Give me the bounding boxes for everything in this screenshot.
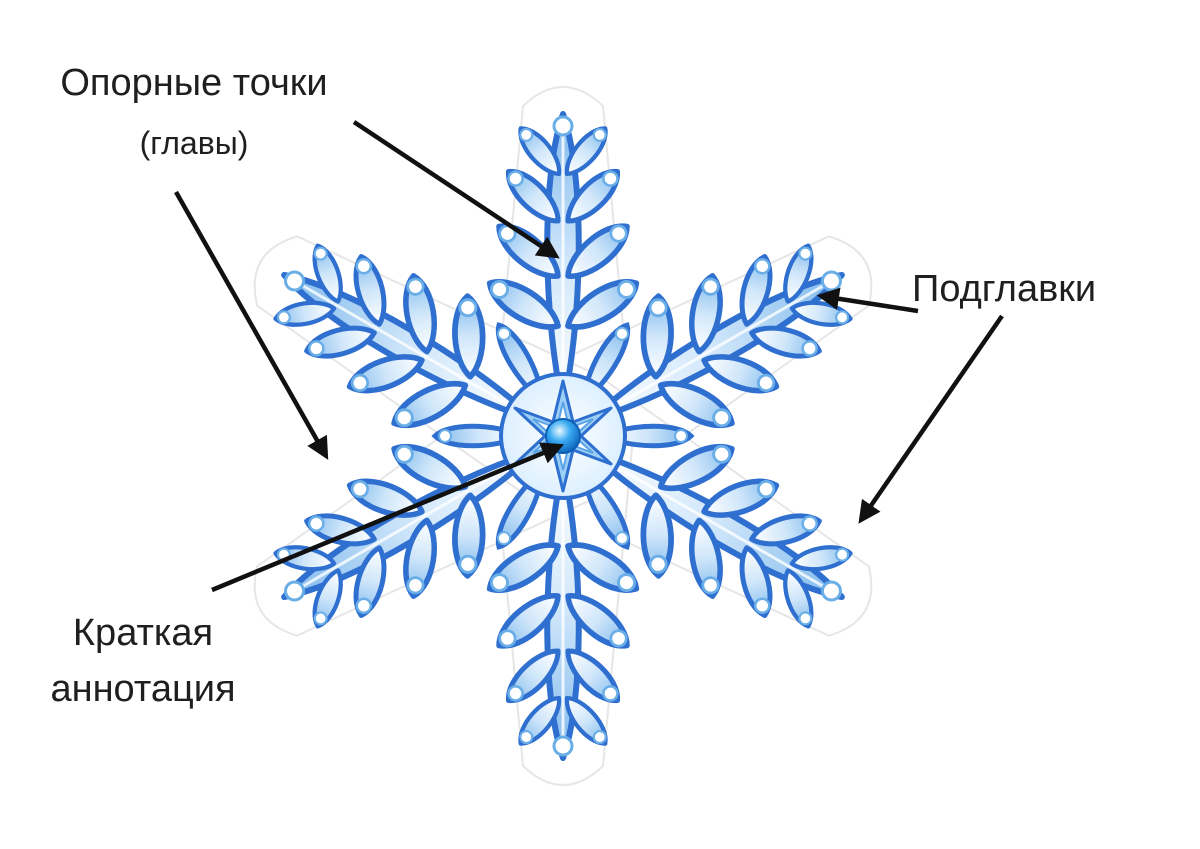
arrow-to-center (211, 442, 565, 593)
label-anchor-points-line1: Опорные точки (60, 62, 328, 104)
arrow-to-left-arm (174, 190, 329, 460)
arrow-to-lower-right-petal (858, 314, 1004, 524)
label-short-abstract-line1: Краткая (72, 612, 214, 654)
arrow-to-top-arm (352, 120, 560, 259)
label-anchor-points-line2: (главы) (139, 125, 249, 161)
arrow-to-upper-right-petal (816, 287, 919, 314)
label-short-abstract: Краткая аннотация (18, 605, 268, 717)
label-subchapters: Подглавки (912, 268, 1097, 310)
label-anchor-points: Опорные точки (главы) (24, 60, 364, 166)
label-short-abstract-line2: аннотация (50, 668, 236, 710)
